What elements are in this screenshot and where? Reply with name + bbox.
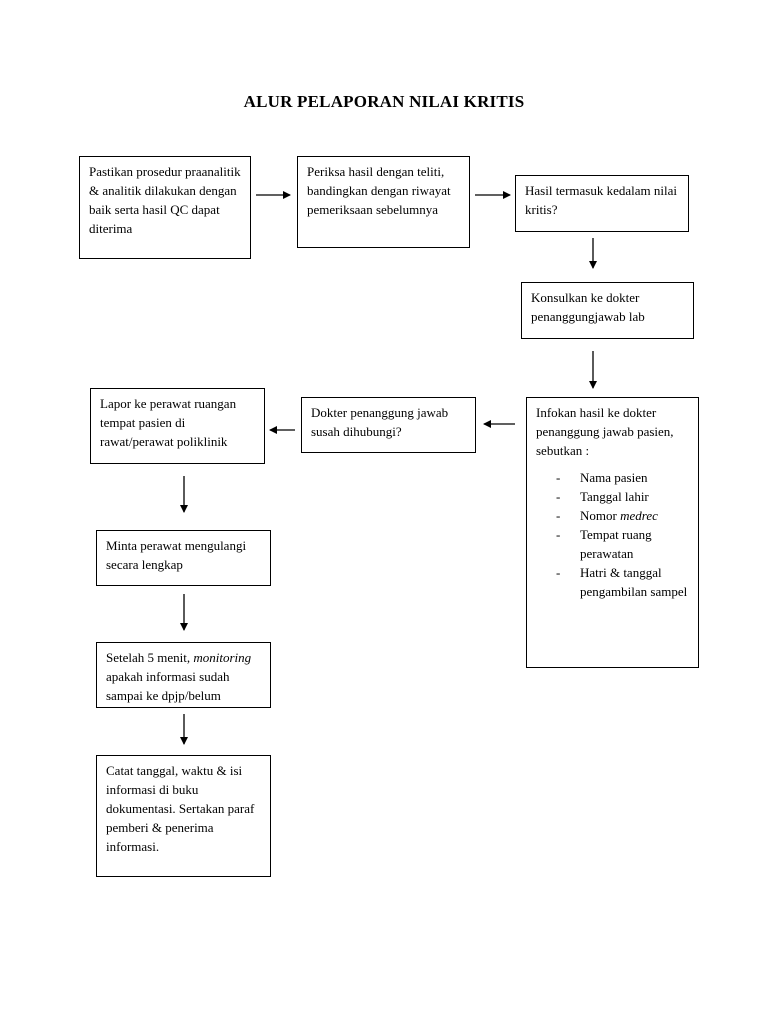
info-list-item: Tempat ruang perawatan	[556, 525, 689, 563]
step-doctor-unreachable-question-text: Dokter penanggung jawab susah dihubungi?	[311, 405, 449, 439]
step-consult-lab-doctor: Konsulkan ke dokter penanggungjawab lab	[521, 282, 694, 339]
step-ensure-procedure-text: Pastikan prosedur praanalitik & analitik…	[89, 164, 241, 236]
step-record-documentation: Catat tanggal, waktu & isi informasi di …	[96, 755, 271, 877]
step-ask-nurse-repeat: Minta perawat mengulangi secara lengkap	[96, 530, 271, 586]
step-inform-patient-doctor: Infokan hasil ke dokter penanggung jawab…	[526, 397, 699, 668]
info-list-item: Nomor medrec	[556, 506, 689, 525]
step-ask-nurse-repeat-text: Minta perawat mengulangi secara lengkap	[106, 538, 247, 572]
info-list-item: Tanggal lahir	[556, 487, 689, 506]
step-critical-value-question: Hasil termasuk kedalam nilai kritis?	[515, 175, 689, 232]
info-list: Nama pasien Tanggal lahir Nomor medrec T…	[536, 468, 689, 601]
step-inform-patient-doctor-text: Infokan hasil ke dokter penanggung jawab…	[536, 405, 674, 458]
step-critical-value-question-text: Hasil termasuk kedalam nilai kritis?	[525, 183, 677, 217]
info-list-item: Nama pasien	[556, 468, 689, 487]
diagram-title: ALUR PELAPORAN NILAI KRITIS	[243, 92, 525, 111]
step-check-results-text: Periksa hasil dengan teliti, bandingkan …	[307, 164, 451, 217]
step-ensure-procedure: Pastikan prosedur praanalitik & analitik…	[79, 156, 251, 259]
step-consult-lab-doctor-text: Konsulkan ke dokter penanggungjawab lab	[531, 290, 645, 324]
step-report-to-nurse: Lapor ke perawat ruangan tempat pasien d…	[90, 388, 265, 464]
step-monitoring: Setelah 5 menit, monitoring apakah infor…	[96, 642, 271, 708]
step-report-to-nurse-text: Lapor ke perawat ruangan tempat pasien d…	[100, 396, 237, 449]
info-list-item: Hatri & tanggal pengambilan sampel	[556, 563, 689, 601]
step-monitoring-text: Setelah 5 menit, monitoring apakah infor…	[106, 650, 252, 703]
step-doctor-unreachable-question: Dokter penanggung jawab susah dihubungi?	[301, 397, 476, 453]
step-check-results: Periksa hasil dengan teliti, bandingkan …	[297, 156, 470, 248]
step-record-documentation-text: Catat tanggal, waktu & isi informasi di …	[106, 763, 255, 854]
